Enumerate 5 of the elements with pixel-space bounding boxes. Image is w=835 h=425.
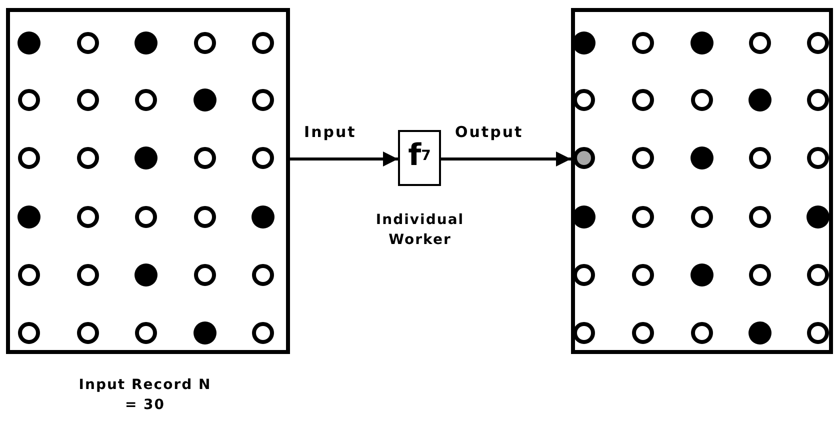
caption-text: Input Record N = 30 <box>78 376 212 415</box>
arrow <box>441 152 571 166</box>
arrow <box>290 152 398 166</box>
record-box <box>6 8 290 354</box>
caption-text: Individual Worker <box>374 211 466 250</box>
